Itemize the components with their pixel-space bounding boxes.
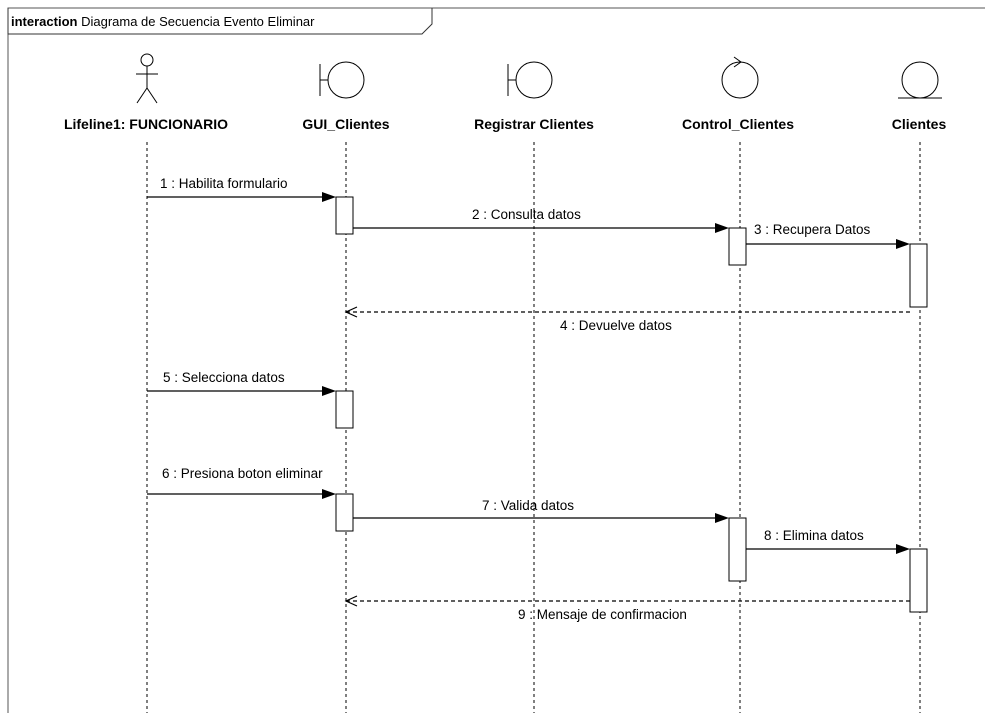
message-label: 9 : Mensaje de confirmacion	[518, 607, 687, 622]
lifeline-name-control-clientes: Control_Clientes	[682, 116, 794, 132]
message-label: 4 : Devuelve datos	[560, 318, 672, 333]
message-4: 4 : Devuelve datos	[344, 306, 910, 333]
lifeline-name-registrar-clientes: Registrar Clientes	[474, 116, 594, 132]
interaction-frame: interaction Diagrama de Secuencia Evento…	[7, 7, 985, 713]
message-9: 9 : Mensaje de confirmacion	[344, 595, 910, 622]
message-label: 5 : Selecciona datos	[163, 370, 285, 385]
frame-name: Diagrama de Secuencia Evento Eliminar	[77, 14, 315, 29]
message-5: 5 : Selecciona datos	[147, 370, 336, 396]
lifeline-name-funcionario: Lifeline1: FUNCIONARIO	[64, 116, 228, 132]
activation-bar	[728, 227, 747, 266]
activation-bar	[335, 196, 354, 235]
entity-icon	[898, 61, 942, 99]
message-label: 1 : Habilita formulario	[160, 176, 288, 191]
message-7: 7 : Valida datos	[353, 498, 729, 523]
message-6: 6 : Presiona boton eliminar	[147, 466, 336, 499]
activation-bar	[909, 548, 928, 613]
message-2: 2 : Consulta datos	[353, 207, 729, 233]
message-label: 2 : Consulta datos	[472, 207, 581, 222]
boundary-icon	[507, 61, 553, 99]
activation-bar	[335, 493, 354, 532]
message-3: 3 : Recupera Datos	[746, 222, 910, 249]
boundary-icon	[319, 61, 365, 99]
activation-bar	[335, 390, 354, 429]
activation-bar	[909, 243, 928, 308]
activation-bar	[728, 517, 747, 582]
frame-keyword: interaction	[11, 14, 78, 29]
lifeline-name-clientes: Clientes	[892, 116, 947, 132]
message-label: 3 : Recupera Datos	[754, 222, 871, 237]
message-label: 8 : Elimina datos	[764, 528, 864, 543]
message-label: 7 : Valida datos	[482, 498, 574, 513]
message-1: 1 : Habilita formulario	[147, 176, 336, 202]
control-icon	[721, 56, 759, 99]
message-label: 6 : Presiona boton eliminar	[162, 466, 323, 481]
frame-title: interaction Diagrama de Secuencia Evento…	[11, 14, 315, 29]
lifeline-name-gui-clientes: GUI_Clientes	[302, 116, 389, 132]
message-8: 8 : Elimina datos	[746, 528, 910, 554]
actor-icon	[136, 53, 158, 104]
